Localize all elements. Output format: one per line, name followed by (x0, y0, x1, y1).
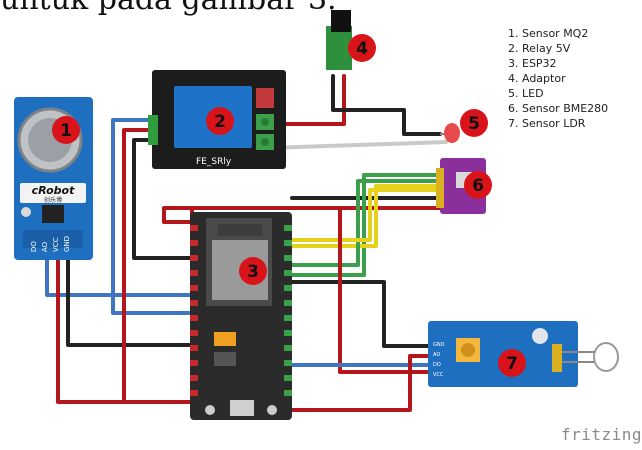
ldr-pin-vcc: VCC (433, 372, 444, 378)
wire-relay-led-gray (266, 140, 448, 150)
legend-item: 2. Relay 5V (508, 42, 571, 55)
legend-item: 6. Sensor BME280 (508, 102, 609, 115)
badge-3: 3 (239, 257, 267, 285)
component-badges: 1 2 3 4 5 6 7 (52, 34, 526, 377)
wire-relay-vcc-red (122, 128, 157, 404)
wire-bme-scl-green (290, 173, 446, 277)
ldr-module: GND AO DO VCC (428, 321, 619, 387)
wire-mq2-gnd-black (66, 250, 200, 347)
badge-6: 6 (464, 171, 492, 199)
ldr-pin-ao: AO (433, 352, 440, 358)
badge-7-text: 7 (506, 354, 518, 374)
badge-5-text: 5 (468, 114, 480, 134)
wire-bme-yellow2 (290, 188, 446, 242)
badge-3-text: 3 (247, 262, 259, 282)
legend-item: 3. ESP32 (508, 57, 557, 70)
mq2-pin-gnd: GND (63, 236, 71, 252)
fritzing-watermark: fritzing (561, 425, 642, 444)
wires (45, 74, 448, 412)
wire-bme-green2 (290, 179, 446, 267)
wire-bme-sda-yellow (290, 184, 446, 248)
ldr-pin-do: DO (433, 362, 441, 368)
badge-1: 1 (52, 116, 80, 144)
ldr-pin-gnd: GND (433, 342, 445, 348)
badge-1-text: 1 (60, 121, 72, 141)
mq2-subbrand: 创乐博 (44, 196, 62, 204)
badge-5: 5 (460, 109, 488, 137)
badge-7: 7 (498, 349, 526, 377)
mq2-pin-vcc: VCC (52, 237, 60, 252)
wire-relay-in-blue (111, 118, 200, 315)
wire-ldr-vcc-red (338, 208, 430, 374)
legend-item: 4. Adaptor (508, 72, 566, 85)
wire-ldr-red2 (290, 354, 430, 412)
legend-item: 7. Sensor LDR (508, 117, 586, 130)
badge-2: 2 (206, 107, 234, 135)
mq2-pin-ao: AO (41, 241, 49, 252)
wire-adaptor-black (331, 74, 442, 136)
badge-2-text: 2 (214, 112, 226, 132)
badge-4: 4 (348, 34, 376, 62)
wire-relay-gnd-black (132, 138, 200, 260)
led-component (440, 123, 460, 143)
wire-adaptor-red (266, 74, 346, 126)
badge-6-text: 6 (472, 176, 484, 196)
legend-item: 5. LED (508, 87, 544, 100)
page-heading-fragment: untuk pada gambar 3. (0, 0, 337, 17)
mq2-pin-do: DO (30, 241, 38, 252)
legend-item: 1. Sensor MQ2 (508, 27, 589, 40)
relay-label: FE_SRly (196, 157, 232, 167)
mq2-sensor-module: cRobot 创乐博 DO AO VCC GND (14, 97, 93, 260)
wire-ldr-gnd-black (290, 280, 430, 348)
esp32-board (190, 212, 292, 420)
badge-4-text: 4 (356, 39, 368, 59)
esp32-left-pins (190, 225, 198, 396)
wire-mq2-ao-blue (45, 250, 200, 297)
component-legend: 1. Sensor MQ2 2. Relay 5V 3. ESP32 4. Ad… (508, 26, 608, 131)
wire-bme-vin-red (162, 206, 446, 224)
mq2-brand: cRobot (32, 184, 75, 197)
adaptor-jack (326, 10, 352, 70)
esp32-right-pins (284, 225, 292, 396)
